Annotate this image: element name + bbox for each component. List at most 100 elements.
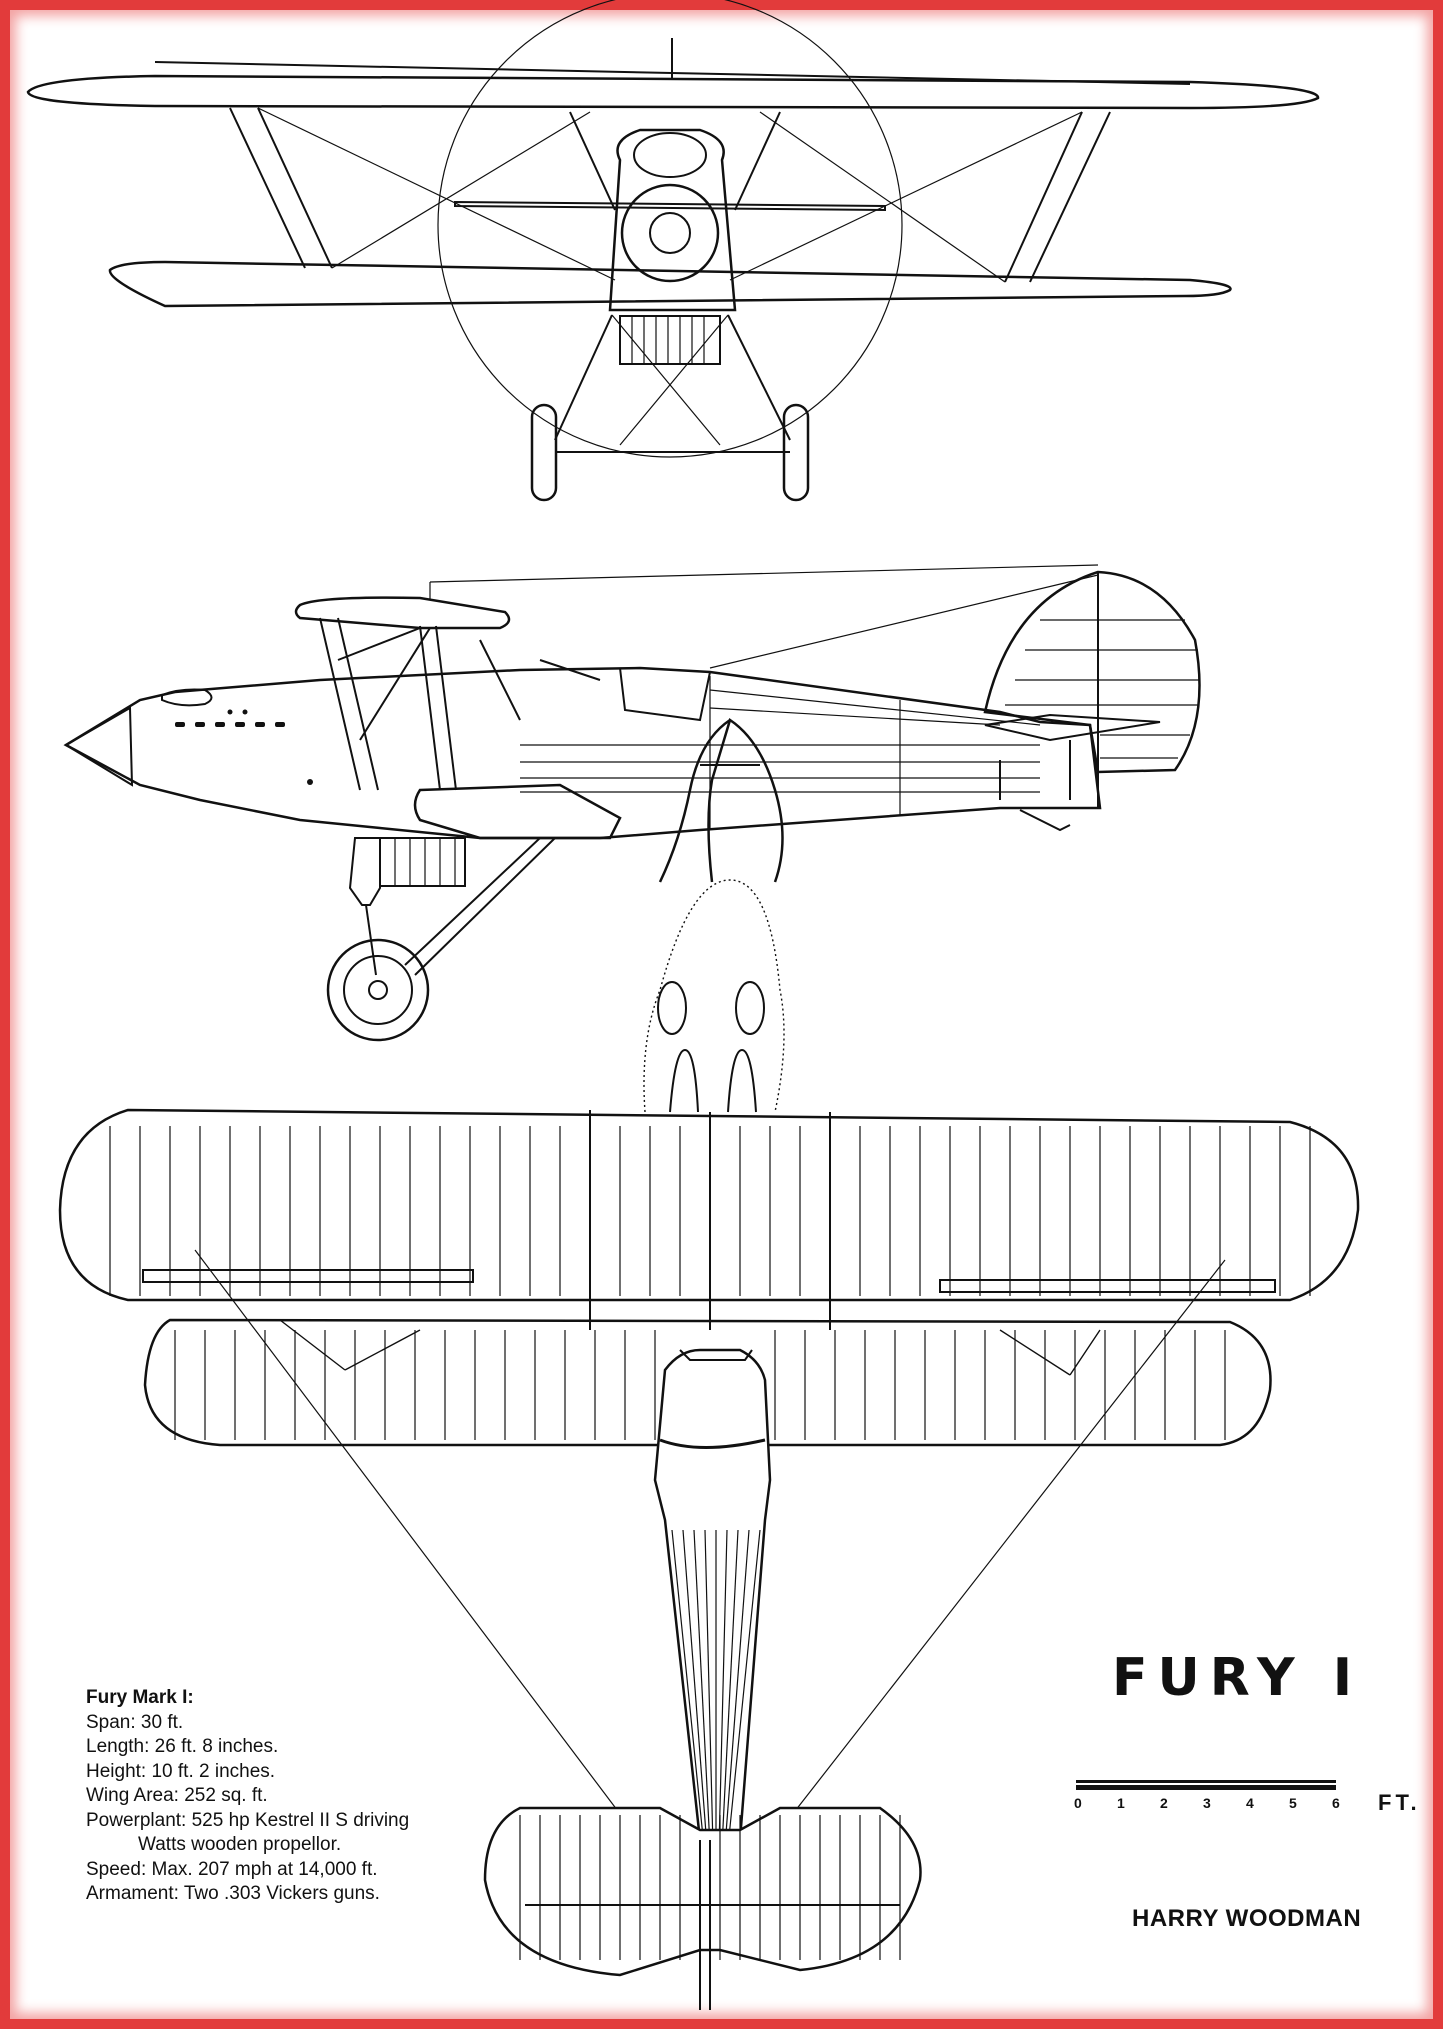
front-wheel-left xyxy=(530,403,558,502)
scale-tick-4: 4 xyxy=(1246,1795,1254,1811)
fuselage-stringer xyxy=(725,1529,750,1836)
front-view xyxy=(26,0,1320,502)
plan-exhaust-right xyxy=(727,1048,757,1113)
propeller-disc xyxy=(437,0,903,458)
fuselage-stringer xyxy=(704,1529,714,1836)
front-gear-leg xyxy=(554,314,613,441)
side-wheel xyxy=(326,938,430,1042)
scale-bar xyxy=(1076,1780,1336,1790)
side-oleo xyxy=(348,837,381,906)
side-lower-wing xyxy=(413,783,622,840)
plan-exhaust-left xyxy=(669,1048,699,1113)
plan-air-intake-left xyxy=(657,981,687,1035)
front-spinner xyxy=(620,183,720,283)
side-gear-strut xyxy=(404,837,541,966)
plan-cockpit-rim xyxy=(659,1438,766,1449)
spec-speed: Speed: Max. 207 mph at 14,000 ft. xyxy=(86,1858,378,1880)
spec-powerplant-cont: Watts wooden propellor. xyxy=(138,1834,342,1855)
fuselage-stringer xyxy=(671,1529,704,1836)
side-fuselage xyxy=(63,666,1102,840)
side-strut xyxy=(419,625,441,791)
fuselage-stringer xyxy=(728,1529,761,1836)
side-gear-strut xyxy=(414,837,556,976)
bracing-wire xyxy=(257,107,616,281)
front-spinner-hub xyxy=(649,212,691,254)
plan-fuselage xyxy=(653,1348,772,1842)
front-tailplane xyxy=(454,200,886,212)
front-lower-wing xyxy=(108,260,1232,308)
side-upper-wing xyxy=(294,596,511,630)
front-gear-leg xyxy=(727,314,791,441)
side-wheel-axle xyxy=(368,980,388,1000)
plan-strut-right xyxy=(1069,1329,1101,1376)
side-cockpit xyxy=(619,667,711,722)
spec-heading: Fury Mark I: xyxy=(86,1687,194,1708)
plan-cowling xyxy=(643,879,785,1113)
fuselage-stringer xyxy=(682,1529,707,1836)
side-view xyxy=(63,564,1201,1042)
spec-span: Span: 30 ft. xyxy=(86,1711,184,1733)
scale-tick-6: 6 xyxy=(1332,1795,1340,1811)
side-rudder-ribs xyxy=(1005,619,1200,759)
plan-windscreen xyxy=(679,1349,753,1361)
front-upper-wing xyxy=(26,74,1320,110)
plan-aileron-left xyxy=(142,1269,474,1283)
side-aerial-wire xyxy=(709,574,1099,669)
fuselage-stringer xyxy=(693,1529,710,1836)
front-gear-wire xyxy=(611,314,721,446)
front-cowling xyxy=(633,132,707,178)
spec-length: Length: 26 ft. 8 inches. xyxy=(86,1736,279,1757)
scale-tick-2: 2 xyxy=(1160,1795,1168,1811)
side-tailplane xyxy=(984,713,1161,742)
front-strut xyxy=(1029,111,1111,283)
side-strut xyxy=(319,617,361,791)
spec-wing-area: Wing Area: 252 sq. ft. xyxy=(86,1785,268,1806)
side-tail-skid xyxy=(1019,809,1071,832)
front-strut xyxy=(569,111,616,211)
bracing-wire xyxy=(331,111,591,269)
side-strut xyxy=(337,617,379,791)
scale-tick-5: 5 xyxy=(1289,1795,1297,1811)
fuselage-stringer xyxy=(722,1529,739,1836)
scale-tick-3: 3 xyxy=(1203,1795,1211,1811)
front-strut xyxy=(734,111,781,211)
front-strut xyxy=(257,107,333,269)
plan-tailplane-ribs xyxy=(519,1815,901,1960)
front-radiator xyxy=(619,315,721,365)
side-strut xyxy=(435,625,457,791)
spec-height: Height: 10 ft. 2 inches. xyxy=(86,1760,276,1782)
fuselage-stringer xyxy=(718,1529,728,1836)
side-exhaust xyxy=(161,688,213,707)
spec-powerplant: Powerplant: 525 hp Kestrel II S driving xyxy=(86,1809,410,1831)
side-fin-rudder xyxy=(983,570,1201,774)
plan-nose xyxy=(707,718,784,883)
side-strut xyxy=(337,627,421,661)
scale-unit: FT. xyxy=(1378,1790,1421,1815)
plan-upper-wing xyxy=(58,1108,1360,1302)
plan-air-intake-right xyxy=(735,981,765,1035)
specifications-block: Fury Mark I: Span: 30 ft. Length: 26 ft.… xyxy=(86,1686,409,1907)
spec-armament: Armament: Two .303 Vickers guns. xyxy=(86,1883,380,1904)
scale-tick-1: 1 xyxy=(1117,1795,1125,1811)
front-strut xyxy=(1004,111,1083,283)
plan-strut-left xyxy=(279,1319,346,1371)
side-radiator xyxy=(379,837,466,887)
side-nose xyxy=(64,706,134,787)
plan-strut-right xyxy=(999,1329,1071,1376)
front-wheel-right xyxy=(782,403,810,502)
front-gear-wire xyxy=(619,314,729,446)
side-strut xyxy=(359,627,431,741)
plan-fuselage-stringers xyxy=(671,1529,761,1836)
bracing-wire xyxy=(729,111,1083,281)
front-strut xyxy=(229,107,306,269)
side-strut xyxy=(479,639,521,721)
side-aerial xyxy=(429,564,1099,583)
plan-strut-left xyxy=(344,1329,421,1371)
side-wheel-hub xyxy=(343,955,413,1025)
plan-nose-left xyxy=(658,718,731,883)
side-stringers xyxy=(520,676,1041,830)
plan-view xyxy=(58,718,1360,2010)
author-credit: HARRY WOODMAN xyxy=(1132,1905,1362,1932)
